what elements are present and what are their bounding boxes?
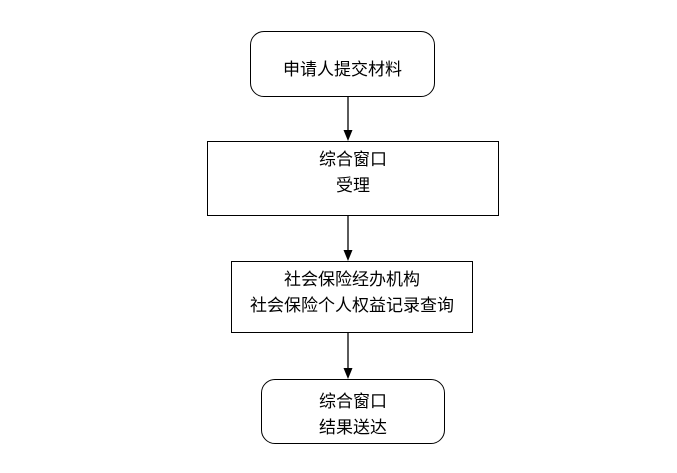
arrow-query-to-deliver: [343, 333, 353, 379]
arrow-accept-to-query: [343, 216, 353, 261]
step-social-insurance-query: 社会保险经办机构 社会保险个人权益记录查询: [231, 261, 473, 333]
step-text-line: 申请人提交材料: [283, 60, 402, 80]
step-text-line: 社会保险个人权益记录查询: [250, 296, 454, 316]
step-submit-materials: 申请人提交材料: [250, 31, 435, 97]
step-window-accept: 综合窗口 受理: [207, 141, 499, 216]
step-text-line: 综合窗口: [319, 392, 387, 412]
step-text-line: 受理: [336, 176, 370, 196]
arrow-submit-to-accept: [343, 97, 353, 141]
step-text-line: 结果送达: [319, 418, 387, 438]
step-text-line: 社会保险经办机构: [284, 270, 420, 290]
step-result-delivery: 综合窗口 结果送达: [261, 379, 445, 444]
step-text-line: 综合窗口: [319, 150, 387, 170]
